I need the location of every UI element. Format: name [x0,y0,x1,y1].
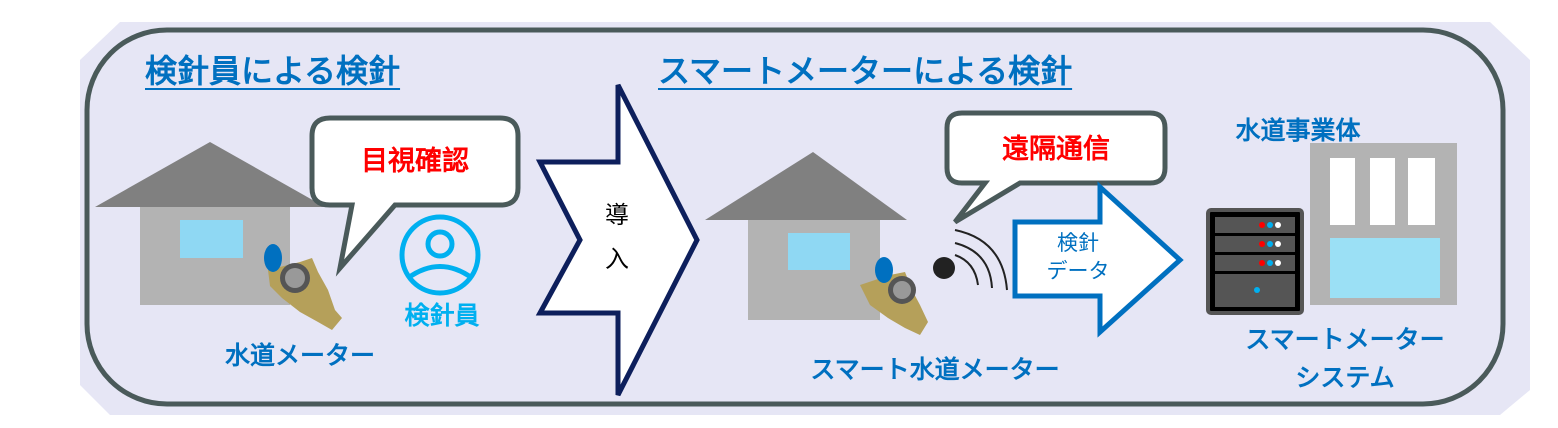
wireless-signal-icon [954,229,1008,291]
speech-bubble [309,115,521,277]
inspector-person-icon [399,214,481,296]
remote-communication-label: 遠隔通信 [1002,134,1110,165]
introduction-label-1: 導 [605,201,629,229]
water-meter-icon [264,244,342,330]
water-utility-label: 水道事業体 [1235,116,1361,145]
frame-border [84,27,1506,407]
meter-data-label-1: 検針 [1057,231,1099,255]
title-manual-reading: 検針員による検針 [145,52,401,90]
smart-meter-system-label-1: スマートメーター [1245,325,1445,354]
introduction-label-2: 入 [605,245,629,273]
speech-bubble [944,110,1168,225]
meter-data-label-2: データ [1046,259,1110,283]
inspector-label: 検針員 [404,301,480,330]
water-meter-label: 水道メーター [224,341,376,370]
visual-check-label: 目視確認 [361,146,469,177]
introduction-arrow [535,83,700,397]
server-rack-icon [1206,208,1304,315]
smart-meter-system-label-2: システム [1295,363,1395,392]
meter-data-arrow [1012,181,1184,338]
smart-water-meter-label: スマート水道メーター [810,355,1060,384]
smart-water-meter-icon [860,257,928,335]
house-icon [705,152,907,320]
title-smart-meter-reading: スマートメーターによる検針 [658,52,1073,90]
utility-building-icon [1310,143,1457,305]
transmitter-icon [933,257,955,279]
